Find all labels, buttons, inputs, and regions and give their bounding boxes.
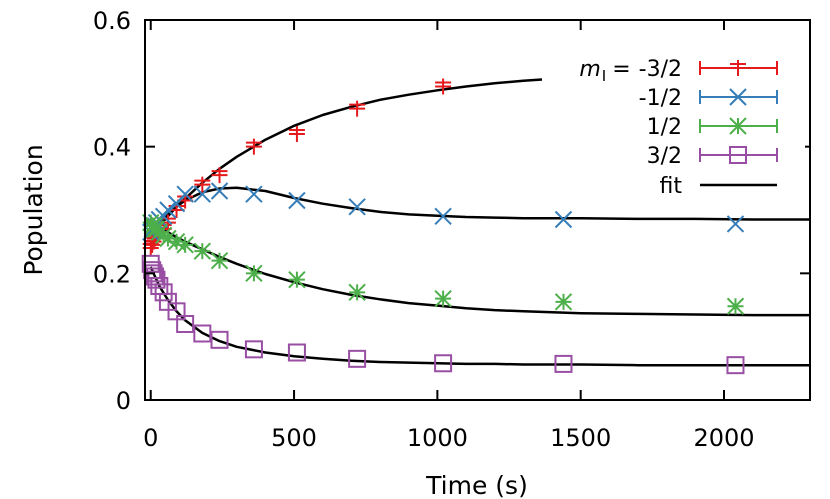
data-point (193, 185, 212, 203)
legend-marker (729, 88, 747, 106)
fit-curve-minus-1-2 (149, 186, 810, 237)
y-tick-label: 0.4 (93, 134, 131, 162)
fit-curve-3-2 (149, 266, 810, 367)
legend-label: 3/2 (647, 144, 682, 169)
data-point (176, 185, 194, 203)
y-tick-label: 0.6 (93, 7, 131, 35)
data-point (287, 343, 306, 362)
data-point (159, 201, 177, 219)
data-point (210, 182, 229, 200)
data-point (288, 126, 305, 142)
x-tick-label: 1500 (550, 424, 611, 452)
fit-curves (149, 78, 810, 367)
data-point (193, 242, 212, 260)
data-point (726, 356, 745, 375)
data-point (193, 324, 212, 343)
data-point (348, 283, 366, 302)
axes (144, 19, 811, 401)
data-point (554, 210, 573, 229)
x-tick-label: 2000 (693, 424, 754, 452)
data-markers (141, 78, 745, 375)
data-point (176, 315, 195, 333)
legend-entry: -3/2 = Im (579, 57, 778, 85)
data-point (434, 207, 452, 226)
data-point (554, 354, 573, 373)
y-tick-label: 0.2 (93, 260, 131, 288)
data-point (288, 270, 306, 289)
legend-entry: -1/2 (639, 86, 778, 111)
data-point (176, 236, 194, 254)
legend-marker (730, 60, 746, 76)
data-point (245, 185, 263, 203)
legend-marker (729, 146, 747, 164)
legend-label: -3/2 (639, 57, 682, 82)
data-point (194, 176, 211, 193)
data-point (434, 354, 453, 373)
data-point (210, 330, 229, 349)
data-point (726, 297, 745, 315)
data-point (349, 100, 366, 117)
data-point (244, 340, 263, 359)
legend: -3/2 = Im -1/2 1/2 3/2 fit (550, 50, 805, 200)
fit-curve-minus-3-2 (149, 78, 543, 237)
data-point (245, 138, 262, 155)
data-point (245, 264, 263, 283)
legend-entry: 3/2 (647, 144, 778, 169)
data-point (434, 289, 452, 308)
legend-label: fit (660, 174, 683, 199)
data-point (554, 293, 573, 311)
y-tick-label: 0 (116, 387, 131, 415)
fit-curve-1-2 (150, 221, 810, 317)
legend-marker (729, 117, 747, 135)
data-point (435, 78, 452, 95)
tick-marks (145, 19, 810, 401)
legend-entry: fit (660, 174, 777, 199)
data-point (210, 251, 229, 270)
x-tick-label: 1000 (407, 424, 468, 452)
x-tick-label: 0 (143, 424, 158, 452)
x-tick-label: 500 (271, 424, 317, 452)
tick-labels: 0 500 1000 1500 2000 0 0.2 0.4 0.6 (93, 7, 755, 452)
legend-entry: 1/2 (647, 115, 778, 140)
data-point (154, 283, 173, 302)
data-point (348, 349, 367, 368)
plot-frame (144, 19, 811, 401)
data-point (211, 167, 228, 184)
data-point (288, 191, 306, 210)
data-point (726, 215, 745, 233)
legend-prefix-symbol: m (579, 57, 600, 82)
y-axis-title: Population (19, 144, 48, 275)
x-axis-title: Time (s) (425, 471, 528, 499)
legend-prefix-equals: = (612, 57, 630, 82)
legend-prefix-subscript: I (602, 67, 606, 85)
data-point (348, 198, 366, 216)
legend-label: 1/2 (647, 115, 682, 140)
legend-label: -1/2 (639, 86, 682, 111)
